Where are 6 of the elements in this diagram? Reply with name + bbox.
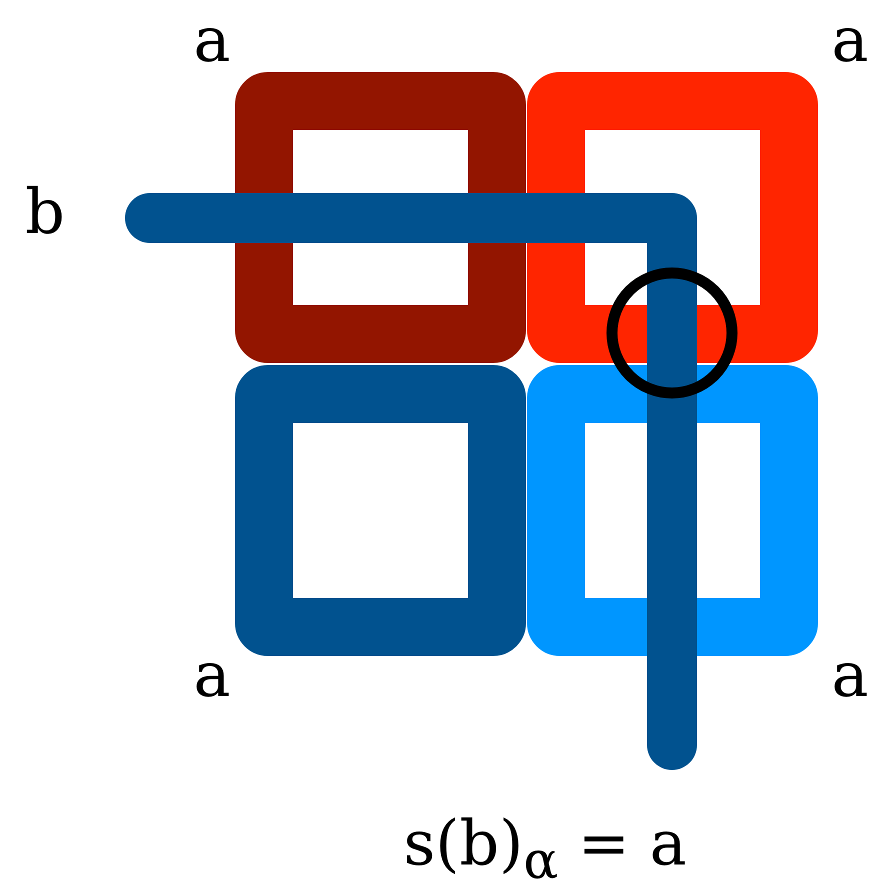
math-label: b: [25, 181, 65, 243]
math-label: s(b)$_{α}$ = a: [403, 812, 687, 887]
math-label: a: [832, 9, 868, 71]
math-label: a: [194, 9, 230, 71]
math-label: a: [194, 644, 230, 706]
math-label: a: [832, 644, 868, 706]
